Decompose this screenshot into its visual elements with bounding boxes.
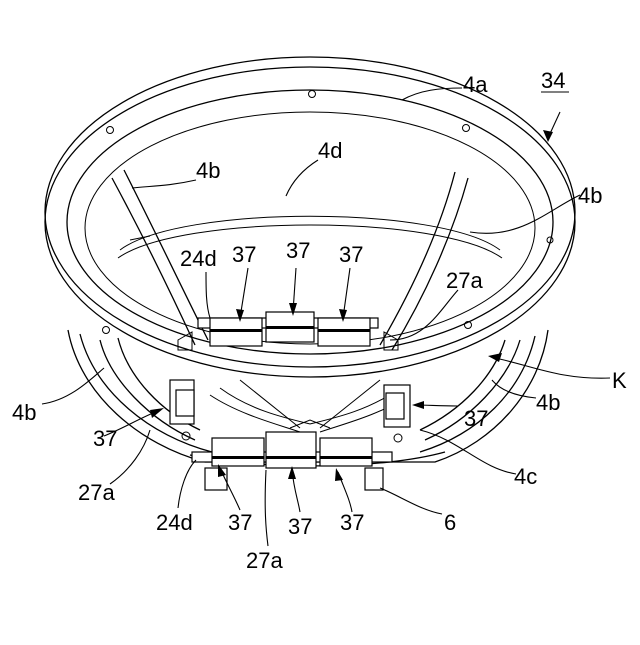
label-ring-top: 4a bbox=[463, 72, 488, 97]
label-base-ring: 4c bbox=[514, 464, 537, 489]
label-clip-left: 27a bbox=[78, 480, 115, 505]
ribs bbox=[100, 170, 520, 440]
label-rib-lower-right: 4b bbox=[536, 390, 560, 415]
label-led-top-3: 37 bbox=[339, 242, 363, 267]
center-struts bbox=[210, 380, 410, 432]
label-led-top-1: 37 bbox=[232, 242, 256, 267]
label-rib-upper-left: 4b bbox=[196, 158, 220, 183]
label-led-bottom-2: 37 bbox=[288, 514, 312, 539]
top-led-holder bbox=[178, 312, 398, 350]
label-clip-bottom: 27a bbox=[246, 548, 283, 573]
label-rib-lower-left: 4b bbox=[12, 400, 36, 425]
label-ref-number: 34 bbox=[541, 68, 565, 93]
bottom-led-holder bbox=[192, 432, 392, 490]
label-inner-rim: 4d bbox=[318, 138, 342, 163]
label-holder-top: 24d bbox=[180, 246, 217, 271]
label-led-top-2: 37 bbox=[286, 238, 310, 263]
label-rib-upper-right: 4b bbox=[578, 183, 602, 208]
label-led-right: 37 bbox=[464, 406, 488, 431]
label-led-bottom-3: 37 bbox=[340, 510, 364, 535]
label-clip-right-top: 27a bbox=[446, 268, 483, 293]
label-holder-bottom: 24d bbox=[156, 510, 193, 535]
label-view-k: K bbox=[612, 368, 627, 393]
label-led-bottom-1: 37 bbox=[228, 510, 252, 535]
label-led-left: 37 bbox=[93, 426, 117, 451]
label-base: 6 bbox=[444, 510, 456, 535]
